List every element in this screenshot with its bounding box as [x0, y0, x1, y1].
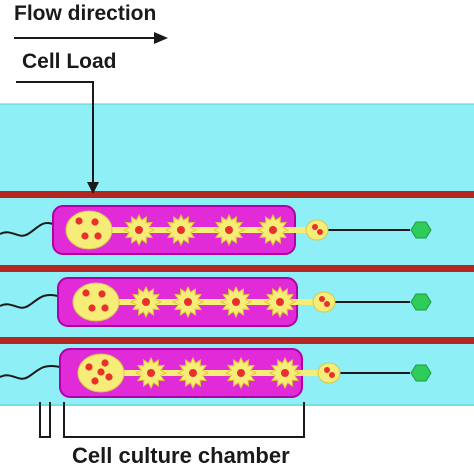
chamber-3: [0, 348, 432, 398]
flow-arrow-head: [154, 32, 168, 44]
star-cell-nucleus: [177, 226, 185, 234]
neurite: [89, 227, 315, 233]
nucleus-spot: [82, 289, 90, 297]
terminal-spot: [329, 372, 335, 378]
nucleus-spot: [75, 217, 83, 225]
wall-1: [0, 191, 474, 198]
wall-2: [0, 265, 474, 272]
nucleus-spot: [94, 232, 102, 240]
terminal-spot: [312, 224, 318, 230]
soma-cell: [72, 282, 120, 322]
terminal-bulb: [305, 219, 329, 241]
star-cell-nucleus: [189, 369, 197, 377]
outlet-port: [410, 293, 432, 311]
neurite: [96, 299, 322, 305]
terminal-spot: [324, 367, 330, 373]
cell-load-arrow-line: [16, 81, 94, 184]
chamber-2: [0, 277, 432, 327]
outlet-port: [410, 221, 432, 239]
inlet-tube: [0, 294, 59, 309]
left-bracket: [39, 402, 51, 438]
star-cell-nucleus: [281, 369, 289, 377]
inlet-tube: [0, 222, 54, 237]
terminal-bulb: [317, 362, 341, 384]
star-cell-nucleus: [147, 369, 155, 377]
nucleus-spot: [98, 290, 106, 298]
star-cell-nucleus: [232, 298, 240, 306]
star-cell-nucleus: [184, 298, 192, 306]
star-cell-nucleus: [135, 226, 143, 234]
nucleus-spot: [91, 377, 99, 385]
terminal-bulb: [312, 291, 336, 313]
star-cell-nucleus: [225, 226, 233, 234]
chamber-bracket: [63, 402, 305, 438]
star-cell-nucleus: [142, 298, 150, 306]
nucleus-spot: [88, 304, 96, 312]
star-cell-nucleus: [276, 298, 284, 306]
nucleus-spot: [101, 359, 109, 367]
star-cell-nucleus: [269, 226, 277, 234]
star-cell-nucleus: [237, 369, 245, 377]
chamber-1: [0, 205, 432, 255]
terminal-spot: [324, 301, 330, 307]
flow-direction-label: Flow direction: [14, 2, 157, 25]
nucleus-spot: [101, 304, 109, 312]
soma-cell: [65, 210, 113, 250]
terminal-spot: [317, 229, 323, 235]
nucleus-spot: [91, 218, 99, 226]
nucleus-spot: [97, 368, 105, 376]
neurite: [101, 370, 327, 376]
cell-load-arrow-head: [87, 182, 99, 194]
nucleus-spot: [81, 232, 89, 240]
outlet-port: [410, 364, 432, 382]
cell-load-label: Cell Load: [22, 50, 117, 73]
inlet-tube: [0, 365, 61, 380]
terminal-spot: [319, 296, 325, 302]
wall-3: [0, 337, 474, 344]
nucleus-spot: [105, 373, 113, 381]
cell-culture-chamber-label: Cell culture chamber: [72, 443, 290, 468]
nucleus-spot: [85, 363, 93, 371]
